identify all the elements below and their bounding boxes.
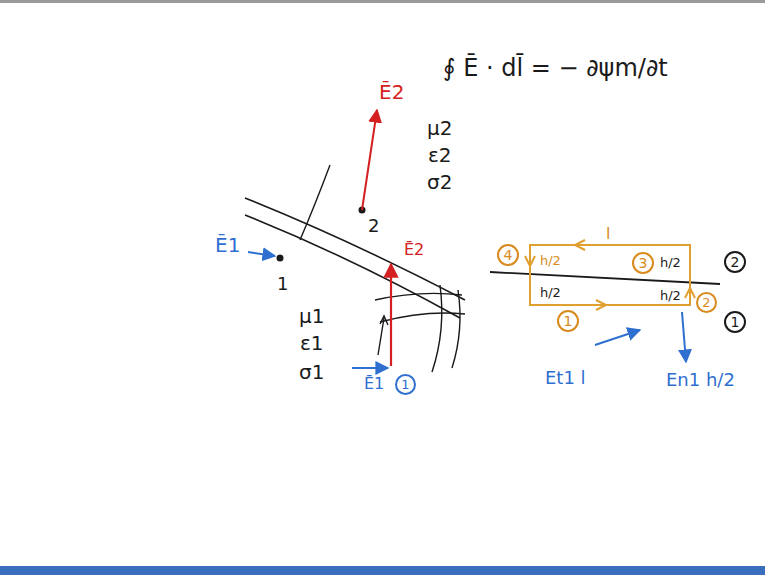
grid-curve — [432, 285, 442, 372]
point-label: 2 — [368, 216, 379, 236]
term-label: Et1 l — [545, 368, 586, 388]
loop-direction — [596, 300, 606, 310]
field-vector — [352, 367, 388, 369]
material-symbol: ε2 — [428, 144, 452, 166]
callout-text: 1 — [564, 314, 573, 328]
material-symbol: σ2 — [427, 171, 452, 193]
dimension: h/2 — [660, 256, 681, 270]
leader-arrow — [682, 312, 686, 362]
field-label: Ē2 — [379, 81, 404, 103]
callout-text: 2 — [731, 255, 740, 269]
callout-text: 1 — [401, 378, 409, 391]
grid-curve — [300, 165, 330, 240]
field-point — [277, 255, 284, 262]
interface-line — [245, 215, 460, 318]
region-number: 2 — [724, 251, 746, 273]
field-label: Ē2 — [404, 241, 424, 259]
point-label: 1 — [277, 274, 288, 294]
callout-text: 3 — [639, 256, 648, 270]
loop-direction — [525, 256, 535, 266]
grid-curve — [452, 290, 460, 368]
bottom-bar — [0, 566, 765, 575]
callout-number: 2 — [696, 292, 717, 313]
region-number: 1 — [724, 311, 746, 333]
dimension: h/2 — [540, 254, 561, 268]
material-symbol: ε1 — [300, 332, 324, 354]
material-symbol: μ1 — [299, 305, 324, 327]
field-vector — [390, 264, 392, 366]
normal-vector — [595, 330, 640, 345]
equation: ∮ Ē · dl̄ = − ∂ψm/∂t — [443, 55, 668, 81]
material-symbol: σ1 — [299, 361, 324, 383]
material-symbol: μ2 — [427, 117, 452, 139]
field-label: Ē1 — [364, 375, 384, 393]
callout-number: 4 — [497, 244, 519, 266]
top-rule — [0, 0, 765, 3]
loop-direction — [685, 288, 695, 298]
grid-curve — [375, 293, 462, 300]
loop-direction — [575, 240, 585, 250]
field-label: Ē1 — [215, 234, 240, 256]
field-vector — [362, 110, 377, 210]
dimension: h/2 — [660, 289, 681, 303]
small-arrow — [380, 316, 388, 325]
callout-number: 3 — [632, 252, 654, 274]
grid-curve — [380, 313, 465, 322]
callout-number: 1 — [395, 374, 416, 395]
term-label: En1 h/2 — [666, 370, 735, 390]
integration-loop — [530, 245, 690, 305]
dimension: h/2 — [540, 286, 561, 300]
interface-line — [245, 198, 465, 300]
interface-line — [490, 272, 720, 284]
callout-text: 4 — [504, 248, 513, 262]
callout-text: 1 — [731, 315, 740, 329]
field-vector — [248, 252, 275, 256]
callout-text: 2 — [702, 296, 710, 309]
callout-number: 1 — [557, 310, 579, 332]
dimension: l — [606, 225, 610, 243]
